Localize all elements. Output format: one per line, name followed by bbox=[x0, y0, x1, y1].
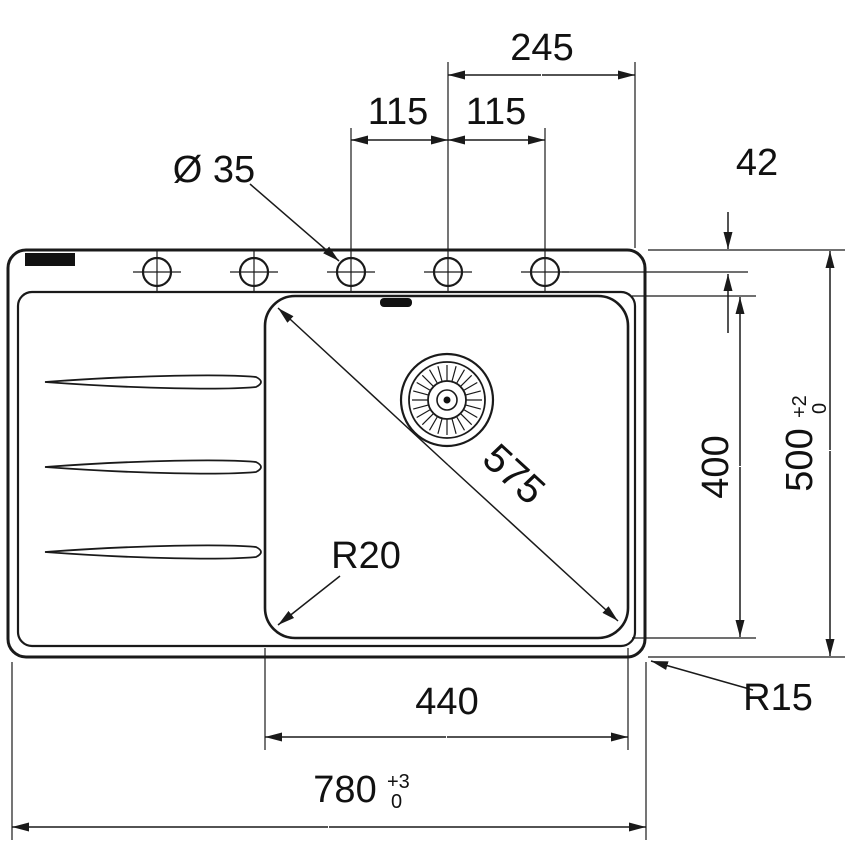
faucet-hole bbox=[424, 251, 472, 293]
drain-groove bbox=[44, 459, 262, 475]
dim-440-label: 440 bbox=[415, 681, 478, 723]
strainer-spokes bbox=[412, 365, 482, 435]
logo-block bbox=[25, 253, 75, 266]
overflow-slot bbox=[380, 298, 412, 307]
dimension-r20: R20 bbox=[277, 535, 401, 626]
dimension-42: 42 bbox=[562, 142, 845, 333]
dim-780-tol-lower: 0 bbox=[391, 791, 402, 813]
dim-line bbox=[447, 464, 619, 622]
bowl-edge bbox=[263, 294, 630, 640]
dim-500-tol-upper: +2 bbox=[789, 395, 811, 418]
dim-115-right-label: 115 bbox=[466, 91, 527, 133]
faucet-hole bbox=[133, 251, 181, 293]
leader-line bbox=[650, 660, 754, 691]
faucet-hole bbox=[230, 251, 278, 293]
drain-groove bbox=[44, 374, 262, 390]
dim-500-label: 500 bbox=[779, 428, 821, 491]
drainboard-grooves bbox=[44, 374, 262, 560]
strainer-cap bbox=[436, 389, 458, 411]
dimension-780: 780 +3 0 bbox=[11, 662, 647, 840]
dimension-440: 440 bbox=[264, 648, 629, 750]
faucet-hole bbox=[521, 251, 569, 293]
dim-115-left-label: 115 bbox=[368, 91, 429, 133]
dim-780-label: 780 bbox=[313, 769, 376, 811]
drain-groove bbox=[44, 544, 262, 560]
sink-inner-rim bbox=[16, 290, 637, 648]
dim-dia35-label: Ø 35 bbox=[173, 149, 255, 191]
dim-500-tol-lower: 0 bbox=[809, 403, 831, 414]
dimension-500: 500 +2 0 bbox=[648, 251, 845, 658]
dimension-400: 400 bbox=[632, 295, 756, 639]
dim-42-label: 42 bbox=[736, 142, 778, 184]
dimension-hole-diameter: Ø 35 bbox=[173, 149, 340, 262]
strainer-inner-ring bbox=[427, 380, 467, 420]
dim-line bbox=[277, 307, 449, 466]
strainer-outer-ring bbox=[399, 352, 495, 448]
faucet-holes bbox=[133, 251, 569, 293]
main-bowl bbox=[263, 294, 630, 640]
leader-line bbox=[277, 575, 341, 626]
dim-500-label-group: 500 +2 0 bbox=[779, 395, 831, 492]
dimension-245: 245 bbox=[447, 27, 636, 251]
dim-780-tol-upper: +3 bbox=[387, 771, 410, 793]
strainer-ring bbox=[408, 361, 486, 439]
dim-245-label: 245 bbox=[510, 27, 573, 69]
dimension-r15: R15 bbox=[650, 660, 813, 719]
strainer-center bbox=[443, 396, 451, 404]
drain-strainer bbox=[399, 352, 495, 448]
leader-line bbox=[249, 183, 340, 262]
dim-400-label: 400 bbox=[695, 435, 737, 498]
faucet-hole bbox=[327, 251, 375, 293]
dim-r20-label: R20 bbox=[331, 535, 401, 577]
dim-r15-label: R15 bbox=[743, 677, 813, 719]
dimension-115-pair: 115 115 bbox=[350, 91, 546, 250]
